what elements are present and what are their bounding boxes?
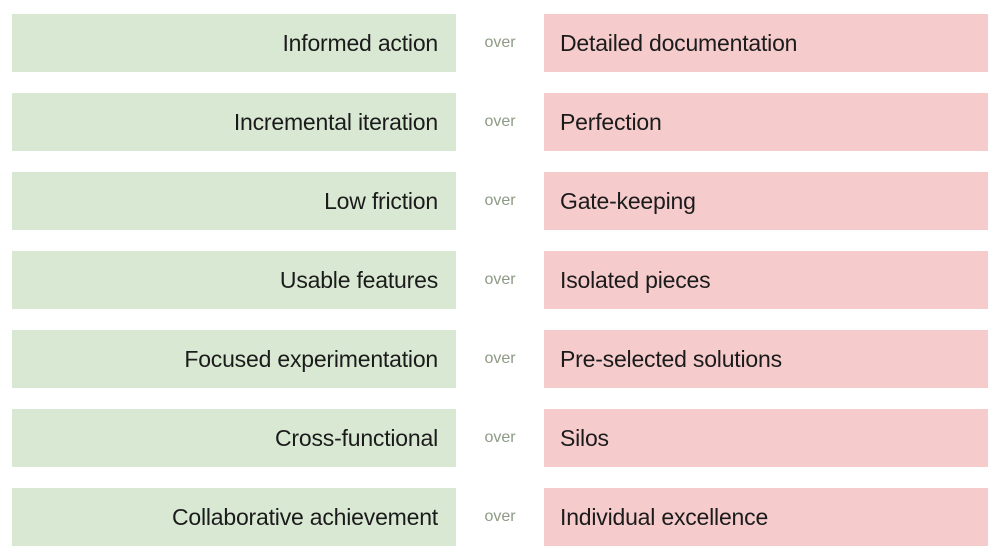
- rejected-value-box: Isolated pieces: [544, 251, 988, 309]
- value-pair-row: Incremental iteration over Perfection: [12, 93, 988, 151]
- over-label: over: [484, 192, 516, 209]
- over-label: over: [484, 429, 516, 446]
- over-label: over: [484, 508, 516, 525]
- rejected-value-box: Pre-selected solutions: [544, 330, 988, 388]
- over-label: over: [484, 113, 516, 130]
- preferred-value-box: Incremental iteration: [12, 93, 456, 151]
- preferred-value-box: Collaborative achievement: [12, 488, 456, 546]
- value-pair-row: Cross-functional over Silos: [12, 409, 988, 467]
- preferred-value-box: Informed action: [12, 14, 456, 72]
- value-pair-row: Informed action over Detailed documentat…: [12, 14, 988, 72]
- preferred-value-box: Usable features: [12, 251, 456, 309]
- over-label: over: [484, 350, 516, 367]
- value-pair-row: Usable features over Isolated pieces: [12, 251, 988, 309]
- over-label: over: [484, 34, 516, 51]
- value-pair-row: Focused experimentation over Pre-selecte…: [12, 330, 988, 388]
- rejected-value-box: Individual excellence: [544, 488, 988, 546]
- rejected-value-box: Silos: [544, 409, 988, 467]
- over-label: over: [484, 271, 516, 288]
- value-pair-row: Collaborative achievement over Individua…: [12, 488, 988, 546]
- rejected-value-box: Perfection: [544, 93, 988, 151]
- preferred-value-box: Low friction: [12, 172, 456, 230]
- value-pair-row: Low friction over Gate-keeping: [12, 172, 988, 230]
- rejected-value-box: Gate-keeping: [544, 172, 988, 230]
- rejected-value-box: Detailed documentation: [544, 14, 988, 72]
- preferred-value-box: Focused experimentation: [12, 330, 456, 388]
- preferred-value-box: Cross-functional: [12, 409, 456, 467]
